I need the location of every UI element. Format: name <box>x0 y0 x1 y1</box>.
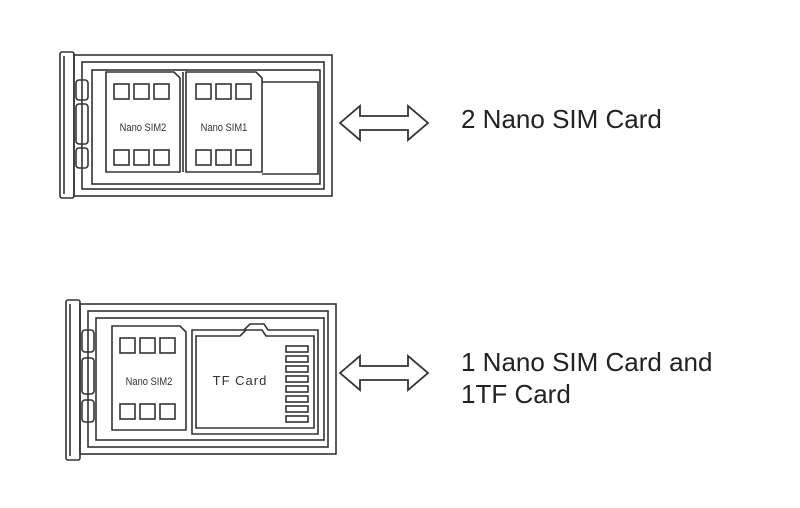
slot-label-nano-sim1: Nano SIM1 <box>201 122 248 134</box>
slot-label-nano-sim2: Nano SIM2 <box>120 122 167 134</box>
nano-sim2-card <box>111 325 187 431</box>
nano-sim2-card <box>105 71 181 173</box>
double-arrow-icon <box>338 354 430 392</box>
nano-sim1-card <box>185 71 263 173</box>
caption-line-1: 1 Nano SIM Card and <box>461 347 713 377</box>
double-arrow-icon <box>338 104 430 142</box>
slot-label-nano-sim2: Nano SIM2 <box>126 376 173 388</box>
caption-2-nano-sim: 2 Nano SIM Card <box>461 104 662 134</box>
sim-tray-1 <box>59 51 333 199</box>
tf-card <box>191 323 319 435</box>
caption-nano-sim-and-tf: 1 Nano SIM Card and 1TF Card <box>461 346 712 410</box>
caption-line-2: 1TF Card <box>461 379 571 409</box>
slot-label-tf-card: TF Card <box>213 373 268 388</box>
sim-tray-2 <box>65 299 337 461</box>
